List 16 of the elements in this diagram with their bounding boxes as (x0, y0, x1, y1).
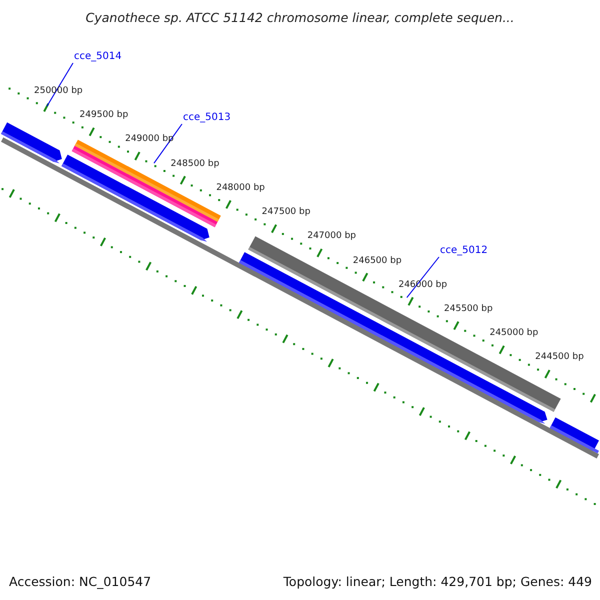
leader-line (154, 124, 182, 164)
gene-label: cce_5012 (440, 245, 488, 257)
gene-label: cce_5013 (183, 112, 231, 124)
tick-label: 248000 bp (216, 182, 265, 194)
tick-label: 248500 bp (170, 158, 220, 170)
tick-label: 247000 bp (307, 231, 356, 242)
tick-label: 249500 bp (80, 110, 128, 122)
tick-label: 245500 bp (444, 304, 493, 315)
tick-label: 246500 bp (352, 256, 402, 266)
tick-label: 247500 bp (262, 207, 310, 218)
tick-label: 244500 bp (535, 352, 584, 364)
title: Cyanothece sp. ATCC 51142 chromosome linear, complete sequen... (84, 10, 516, 25)
gene-label: cce_5014 (74, 51, 122, 63)
tick-label: 245000 bp (490, 328, 538, 340)
sequence-info-text: Topology: linear; Length: 429,701 bp; Genes: 449 (283, 574, 592, 589)
accession-text: Accession: NC_010547 (9, 574, 152, 589)
